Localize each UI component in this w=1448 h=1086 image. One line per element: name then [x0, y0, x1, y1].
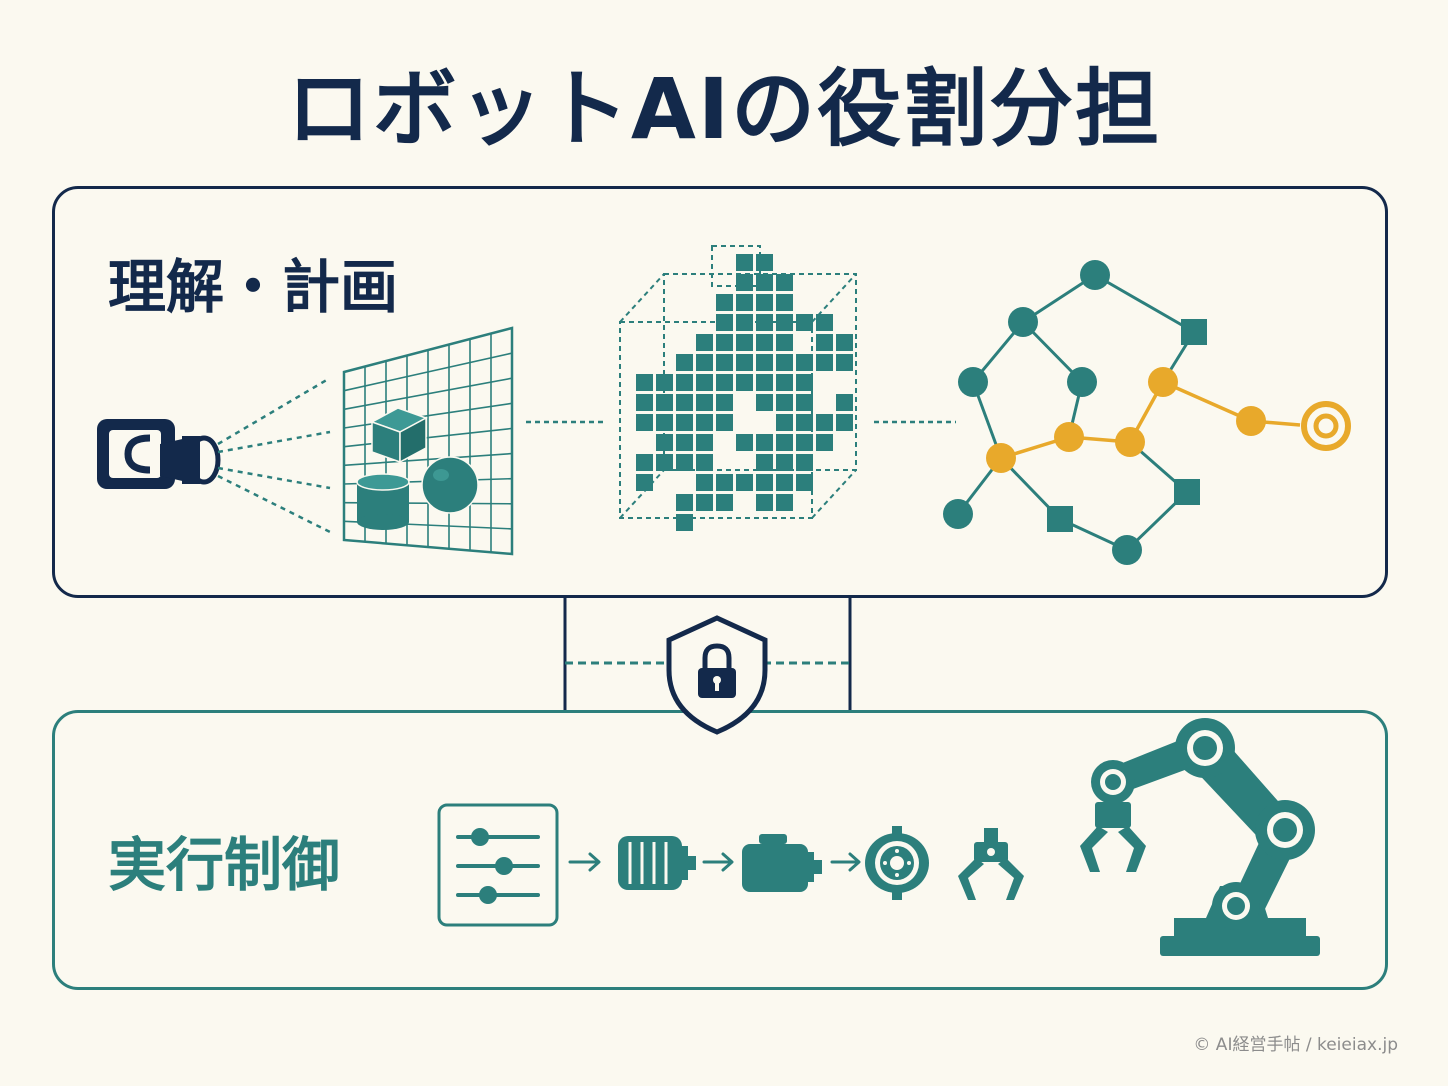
robot-arm-icon: [1080, 718, 1320, 956]
3d-scene-grid-icon: [342, 326, 514, 556]
arrow-right-icon: [568, 852, 601, 872]
copyright-credit: © AI経営手帖 / keieiax.jp: [1193, 1035, 1398, 1055]
panel-connector: [563, 598, 852, 710]
shield-lock-icon: [666, 615, 768, 735]
sliders-icon: [437, 803, 559, 927]
arrow-right-icon: [702, 852, 734, 872]
path-graph-icon: [943, 260, 1301, 565]
control-label: 実行制御: [108, 831, 341, 899]
gripper-icon: [958, 828, 1024, 900]
arrow-right-icon: [830, 852, 861, 872]
camera-view-lines: [217, 376, 331, 534]
page-title: ロボットAIの役割分担: [286, 60, 1162, 158]
camera-icon: [97, 419, 221, 489]
planning-label: 理解・計画: [108, 253, 399, 321]
goal-target-icon: [1301, 401, 1351, 451]
servo-icon: [742, 834, 822, 892]
actuator-joint-icon: [865, 826, 929, 900]
voxel-map-icon: [619, 245, 857, 531]
motor-icon: [618, 836, 696, 890]
